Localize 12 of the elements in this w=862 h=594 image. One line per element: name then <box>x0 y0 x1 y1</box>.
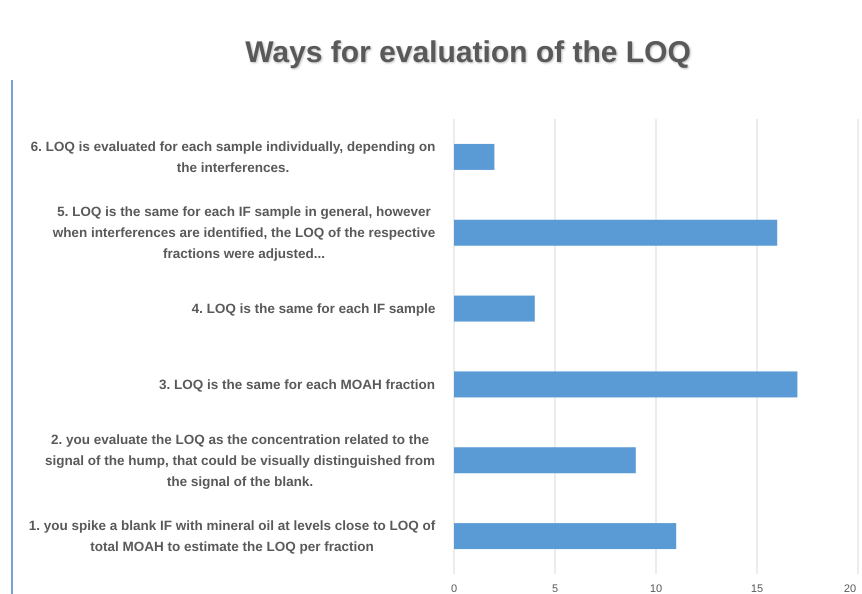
category-label: 5. LOQ is the same for each IF sample in general, however when interferences are identified, the LOQ of the respective fractions were adjusted... <box>52 203 436 264</box>
tick-label: 20 <box>844 583 856 594</box>
tick-label: 5 <box>552 583 558 594</box>
category-label: 1. you spike a blank IF with mineral oil at levels close to LOQ of total MOAH to estimate the LOQ per fraction <box>28 517 436 556</box>
chart-title: Ways for evaluation of the LOQ <box>244 36 692 70</box>
tick-label: 0 <box>450 583 458 594</box>
tick-label: 15 <box>750 583 764 594</box>
category-label: 4. LOQ is the same for each IF sample <box>191 300 436 318</box>
tick-label: 10 <box>650 583 662 594</box>
category-label: 6. LOQ is evaluated for each sample individually, depending on the interferences. <box>30 138 436 177</box>
category-label: 3. LOQ is the same for each MOAH fraction <box>158 376 436 394</box>
category-label: 2. you evaluate the LOQ as the concentration related to the signal of the hump, that could be visually distinguished from the signal of the blank. <box>44 430 436 491</box>
